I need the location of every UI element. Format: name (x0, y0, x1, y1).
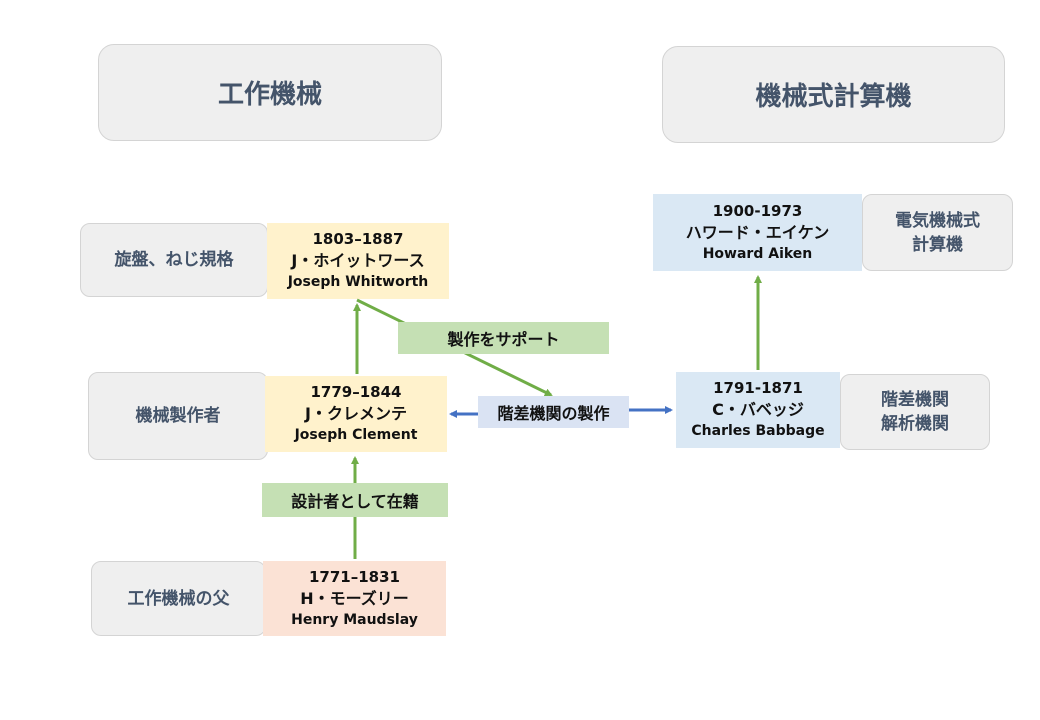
person-clement: 1779–1844 J・クレメンテ Joseph Clement (265, 376, 447, 452)
category-difference-engine-line1: 階差機関 (881, 390, 949, 410)
category-difference-engine-line2: 解析機関 (881, 414, 949, 434)
category-father-label: 工作機械の父 (127, 588, 230, 609)
label-support: 製作をサポート (398, 322, 609, 354)
person-maudslay: 1771–1831 H・モーズリー Henry Maudslay (263, 561, 446, 636)
maudslay-name-en: Henry Maudslay (291, 611, 418, 628)
aiken-name-jp: ハワード・エイケン (685, 222, 830, 242)
whitworth-years: 1803–1887 (312, 230, 404, 248)
clement-name-jp: J・クレメンテ (305, 404, 407, 423)
babbage-name-jp: C・バベッジ (712, 400, 804, 419)
category-electromechanical: 電気機械式 計算機 (862, 194, 1013, 271)
person-babbage: 1791-1871 C・バベッジ Charles Babbage (676, 372, 840, 448)
category-machine-maker: 機械製作者 (88, 372, 268, 460)
label-designer-text: 設計者として在籍 (291, 492, 419, 511)
label-engine-build: 階差機関の製作 (478, 396, 629, 428)
whitworth-name-jp: J・ホイットワース (291, 251, 425, 270)
aiken-name-en: Howard Aiken (702, 245, 813, 262)
babbage-years: 1791-1871 (713, 379, 803, 397)
category-electromechanical-line2: 計算機 (912, 234, 963, 255)
maudslay-years: 1771–1831 (309, 567, 400, 586)
person-aiken: 1900-1973 ハワード・エイケン Howard Aiken (653, 194, 862, 271)
category-father: 工作機械の父 (91, 561, 266, 636)
category-difference-engine: 階差機関 解析機関 (840, 374, 990, 450)
label-engine-build-text: 階差機関の製作 (497, 404, 610, 423)
label-support-text: 製作をサポート (447, 330, 560, 349)
whitworth-name-en: Joseph Whitworth (287, 274, 429, 290)
category-lathe-screw: 旋盤、ねじ規格 (80, 223, 268, 297)
clement-name-en: Joseph Clement (294, 427, 418, 443)
maudslay-name-jp: H・モーズリー (300, 588, 409, 608)
header-mechanical-calculators: 機械式計算機 (662, 46, 1005, 143)
aiken-years: 1900-1973 (712, 201, 803, 220)
person-whitworth: 1803–1887 J・ホイットワース Joseph Whitworth (267, 223, 449, 299)
clement-years: 1779–1844 (310, 383, 402, 401)
category-electromechanical-line1: 電気機械式 (895, 210, 980, 231)
header-mechanical-calculators-label: 機械式計算機 (755, 82, 912, 112)
label-designer: 設計者として在籍 (262, 483, 448, 517)
header-machine-tools: 工作機械 (98, 44, 442, 141)
category-machine-maker-label: 機械製作者 (135, 406, 221, 426)
header-machine-tools-label: 工作機械 (217, 80, 322, 110)
category-lathe-screw-label: 旋盤、ねじ規格 (114, 250, 234, 270)
babbage-name-en: Charles Babbage (691, 423, 825, 439)
